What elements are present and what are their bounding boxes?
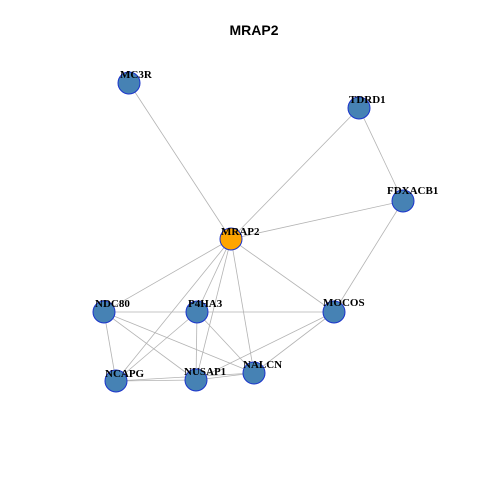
edge-ncapg-nusap1 [115,379,197,382]
edge-mrap2-fdxacb1 [230,200,404,240]
node-circle [347,96,371,120]
node-nusap1: NUSAP1 [184,366,226,392]
node-circle [391,189,415,213]
node-label: NDC80 [95,298,130,310]
edge-p4ha3-nalcn [196,311,255,374]
node-ndc80: NDC80 [92,298,130,324]
node-label: TDRD1 [349,94,386,106]
node-label: P4HA3 [188,298,223,310]
edge-ndc80-nusap1 [103,311,197,381]
edge-mrap2-ncapg [115,238,232,382]
edge-tdrd1-fdxacb1 [358,107,404,202]
edge-mrap2-ndc80 [103,238,232,313]
edge-mocos-nusap1 [195,311,335,381]
node-circle [242,361,266,385]
node-circle [92,300,116,324]
edge-mrap2-mc3r [128,82,232,240]
edge-mocos-nalcn [253,311,335,374]
node-label: NCAPG [105,368,145,380]
node-p4ha3: P4HA3 [185,298,223,324]
node-label: NALCN [243,359,282,371]
edge-mrap2-p4ha3 [196,238,232,313]
hub-node-circle [219,227,243,251]
node-mocos: MOCOS [322,297,365,324]
node-circle [322,300,346,324]
edge-tdrd1-mrap2 [230,107,360,240]
node-fdxacb1: FDXACB1 [387,185,438,213]
edge-fdxacb1-mocos [333,200,404,313]
node-label: FDXACB1 [387,185,438,197]
node-label: MC3R [120,69,153,81]
node-circle [117,71,141,95]
edge-mrap2-nalcn [230,238,255,374]
node-label: NUSAP1 [184,366,226,378]
edge-ndc80-nalcn [103,311,255,374]
edge-mrap2-nusap1 [195,238,232,381]
node-nalcn: NALCN [242,359,282,385]
node-circle [104,369,128,393]
diagram-title: MRAP2 [229,22,278,38]
node-circle [184,368,208,392]
node-mrap2: MRAP2 [219,226,260,251]
node-tdrd1: TDRD1 [347,94,386,120]
node-label: MRAP2 [221,226,260,238]
node-ncapg: NCAPG [104,368,145,393]
edge-ndc80-ncapg [103,311,117,382]
node-circle [185,300,209,324]
edge-mrap2-mocos [230,238,335,313]
node-label: MOCOS [323,297,365,309]
node-mc3r: MC3R [117,69,153,95]
edge-p4ha3-ncapg [115,311,198,382]
